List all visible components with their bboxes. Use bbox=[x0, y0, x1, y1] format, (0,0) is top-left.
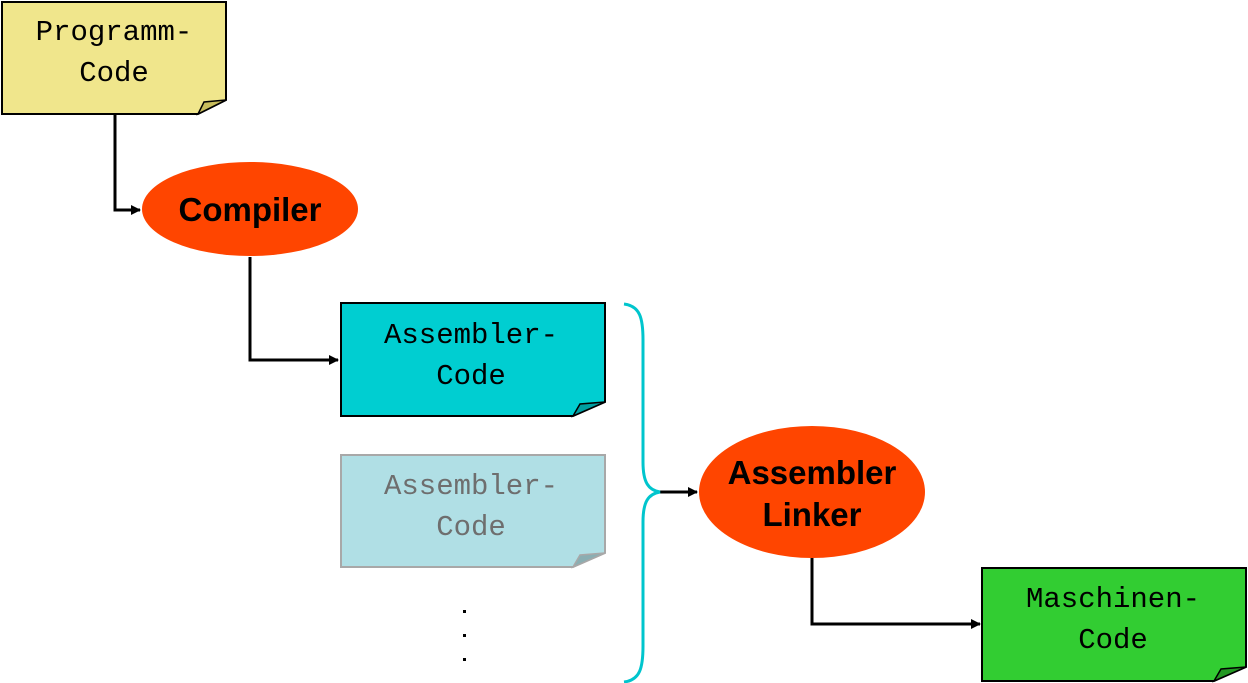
programm-code-line1: Programm- bbox=[36, 16, 193, 49]
maschinen-code-note: Maschinen- Code bbox=[981, 567, 1247, 683]
compiler-oval: Compiler bbox=[142, 162, 358, 256]
connector-compiler-to-assembler bbox=[248, 257, 339, 365]
ellipsis-dot bbox=[463, 634, 466, 637]
programm-code-line2: Code bbox=[79, 57, 149, 90]
assembler-code-faded-line1: Assembler- bbox=[384, 470, 558, 503]
assembler-code-note-faded: Assembler- Code bbox=[340, 454, 606, 569]
compiler-label: Compiler bbox=[178, 191, 321, 228]
ellipsis-dot bbox=[463, 610, 466, 613]
assembler-code-line2: Code bbox=[436, 360, 506, 393]
grouping-brace bbox=[623, 302, 661, 683]
assembler-code-note: Assembler- Code bbox=[340, 302, 606, 418]
programm-code-note: Programm- Code bbox=[1, 1, 227, 116]
connector-linker-to-machine bbox=[810, 558, 981, 629]
connector-programm-to-compiler bbox=[113, 114, 141, 215]
assembler-code-faded-line2: Code bbox=[436, 511, 506, 544]
assembler-code-line1: Assembler- bbox=[384, 319, 558, 352]
ellipsis-dot bbox=[463, 658, 466, 661]
assembler-linker-line2: Linker bbox=[762, 496, 861, 533]
ellipsis-dots bbox=[463, 610, 466, 661]
assembler-linker-line1: Assembler bbox=[728, 454, 897, 491]
maschinen-code-line1: Maschinen- bbox=[1026, 583, 1200, 616]
maschinen-code-line2: Code bbox=[1078, 624, 1148, 657]
assembler-linker-oval: Assembler Linker bbox=[699, 426, 925, 558]
